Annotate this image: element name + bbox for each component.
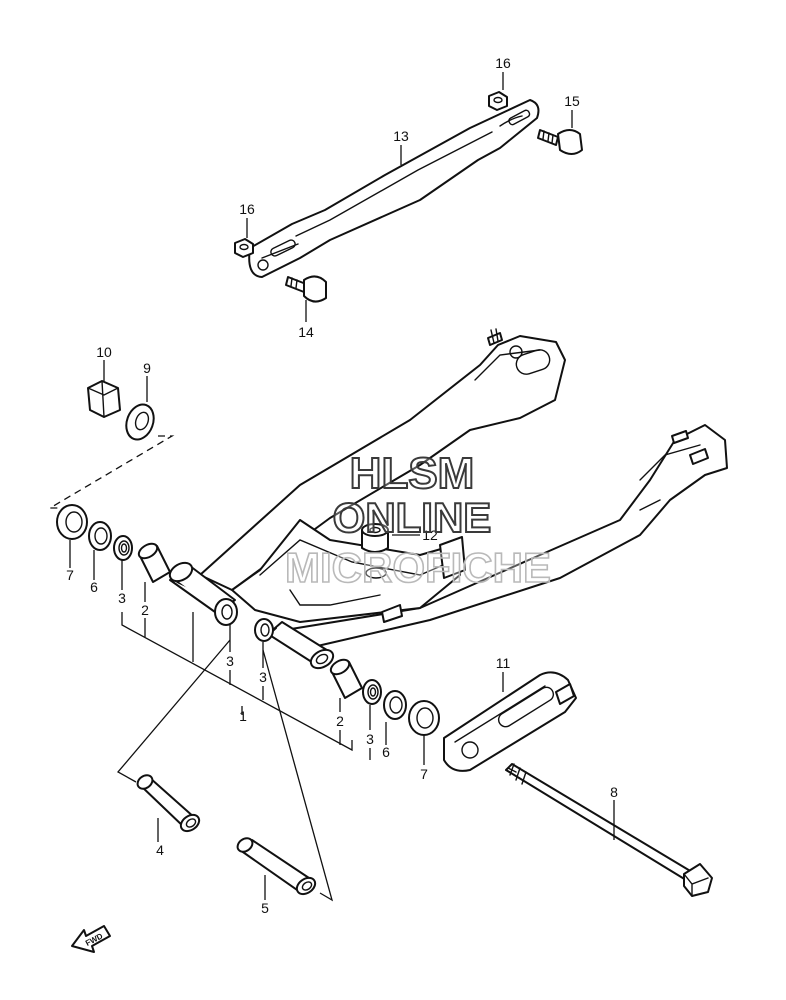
- label-part-2-left: 2: [141, 602, 149, 618]
- watermark: HLSM ONLINE MICROFICHE: [284, 448, 552, 592]
- label-part-3-right: 3: [366, 731, 374, 747]
- bumper-part-12: [361, 523, 389, 579]
- label-part-6-right: 6: [382, 744, 390, 760]
- fwd-arrow: FWD: [71, 925, 111, 953]
- label-part-3-center-b: 3: [259, 669, 267, 685]
- bearing-part-3-left: [113, 535, 133, 561]
- bush-part-4: [136, 774, 201, 833]
- nut-part-10: [87, 380, 121, 418]
- watermark-line-2: ONLINE: [333, 494, 492, 541]
- seal-part-7-right: [408, 700, 440, 736]
- watermark-line-1: HLSM: [350, 449, 475, 498]
- seal-part-7-left: [56, 504, 88, 540]
- label-part-7-right: 7: [420, 766, 428, 782]
- bolt-part-15: [537, 129, 583, 155]
- bush-part-5: [236, 837, 317, 896]
- nut-part-16-upper: [488, 91, 508, 111]
- label-part-4: 4: [156, 842, 164, 858]
- label-part-13: 13: [393, 128, 409, 144]
- label-part-16-upper: 16: [495, 55, 511, 71]
- chain-guide-part-11: [443, 671, 577, 772]
- bearing-part-3-center-b: [254, 618, 274, 642]
- bolt-part-14: [285, 275, 327, 303]
- label-part-9: 9: [143, 360, 151, 376]
- label-part-1: 1: [239, 708, 247, 724]
- label-part-16-lower: 16: [239, 201, 255, 217]
- collar-part-2-left: [137, 542, 171, 583]
- washer-part-6-right: [383, 690, 407, 720]
- label-part-7-left: 7: [66, 567, 74, 583]
- label-part-3-center-a: 3: [226, 653, 234, 669]
- leader-lines: [47, 72, 615, 902]
- label-part-14: 14: [298, 324, 314, 340]
- collar-part-2-right: [329, 658, 363, 699]
- pivot-bolt-part-8: [505, 763, 713, 897]
- washer-part-9: [125, 403, 155, 441]
- washer-part-6-left: [88, 521, 112, 551]
- label-part-5: 5: [261, 900, 269, 916]
- label-part-2-right: 2: [336, 713, 344, 729]
- torque-bar-part-13: [248, 99, 540, 278]
- label-part-6-left: 6: [90, 579, 98, 595]
- swingarm-part-1: [168, 328, 728, 670]
- label-part-10: 10: [96, 344, 112, 360]
- label-part-11: 11: [496, 655, 511, 671]
- bearing-part-3-center-a: [214, 598, 238, 626]
- label-part-15: 15: [564, 93, 580, 109]
- label-part-12: 12: [422, 527, 438, 543]
- label-part-8: 8: [610, 784, 618, 800]
- bearing-part-3-right: [362, 679, 382, 705]
- watermark-line-3: MICROFICHE: [285, 544, 551, 591]
- part-number-labels: 1 2 2 3 3 3 3 4 5 6 6 7 7 8 9 10 11 12 1…: [66, 55, 618, 916]
- nut-part-16-lower: [234, 238, 254, 258]
- label-part-3-left: 3: [118, 590, 126, 606]
